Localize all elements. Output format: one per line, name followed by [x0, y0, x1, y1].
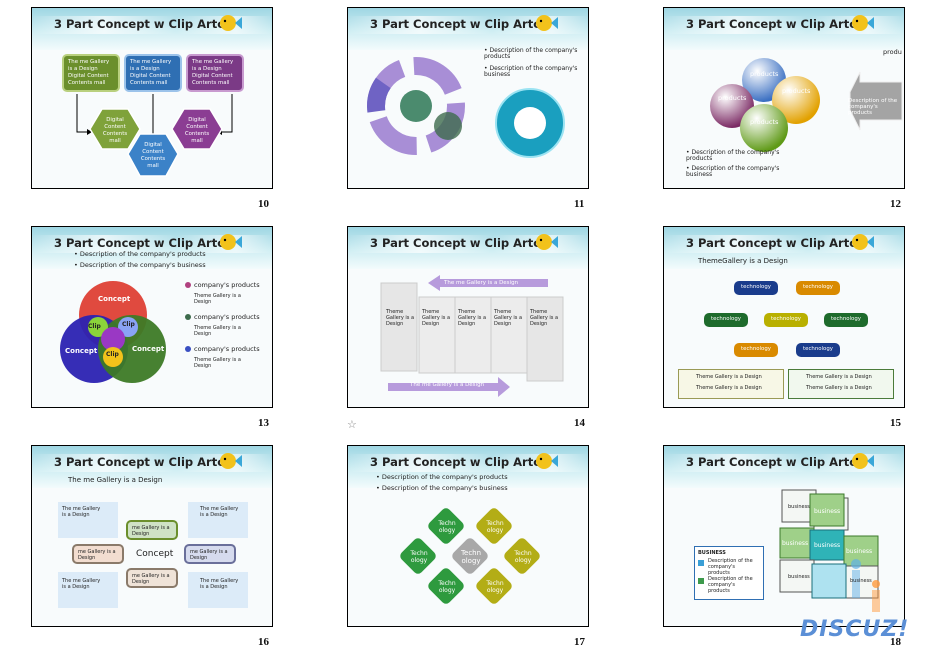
tech-node-3: technology	[704, 313, 748, 327]
sphere-label-3: products	[718, 94, 746, 102]
legend-head-1: company's products	[194, 281, 260, 289]
slide-number: 12	[890, 198, 901, 210]
slide-number: 17	[574, 636, 585, 648]
legend-head-3: company's products	[194, 345, 260, 353]
slide-number: 16	[258, 636, 269, 648]
slide-title: 3 Part Concept w Clip Artc	[686, 236, 856, 250]
inner-box-top: me Gallery is a Design	[126, 520, 178, 540]
slide-14[interactable]: 3 Part Concept w Clip Artc The me Galler…	[347, 226, 589, 408]
tile-label-center: Techn ology	[458, 549, 484, 565]
center-concept: Concept	[136, 549, 173, 559]
diamond-tiles	[348, 446, 589, 627]
cube-label-6: business	[788, 574, 810, 580]
tech-node-4: technology	[764, 313, 808, 327]
slide-12[interactable]: 3 Part Concept w Clip Artc produ product…	[663, 7, 905, 189]
subtitle: ThemeGallery is a Design	[698, 257, 788, 265]
cube-label-5: business	[846, 548, 872, 555]
tile-label-1: Techn ology	[436, 520, 458, 534]
panel-text-3: Theme Gallery is a Design	[458, 309, 488, 327]
tile-label-7: Techn ology	[484, 580, 506, 594]
tile-label-2: Techn ology	[484, 520, 506, 534]
inner-box-right: me Gallery is a Design	[184, 544, 236, 564]
tile-label-6: Techn ology	[436, 580, 458, 594]
hex-label-purple: Digital Content Contents mall	[180, 117, 214, 145]
bullet-1: • Description of the company's products	[686, 150, 796, 162]
arrow-text: Description of the company's products	[848, 98, 898, 116]
clip-label-3: Clip	[106, 351, 119, 358]
slide-number: 10	[258, 198, 269, 210]
sphere-label-1: products	[750, 70, 778, 78]
subtitle: The me Gallery is a Design	[68, 476, 162, 484]
side-text-tl: The me Gallery is a Design	[62, 506, 102, 518]
cube-label-4: business	[814, 542, 840, 549]
slide-number: 11	[574, 198, 584, 210]
fish-icon	[850, 232, 874, 252]
slide-16[interactable]: 3 Part Concept w Clip Artc The me Galler…	[31, 445, 273, 627]
legend-item-2: Theme Gallery is a Design	[696, 385, 762, 391]
tech-node-2: technology	[796, 281, 840, 295]
tech-node-5: technology	[824, 313, 868, 327]
bullet-2: • Description of the company's business	[686, 166, 796, 178]
slide-17[interactable]: 3 Part Concept w Clip Artc • Description…	[347, 445, 589, 627]
cube-label-1: business	[788, 504, 810, 510]
clip-label-2: Clip	[122, 321, 135, 328]
fish-icon	[218, 451, 242, 471]
slide-number: 14	[574, 417, 585, 429]
clip-label-1: Clip	[88, 323, 101, 330]
hex-label-blue: Digital Content Contents mall	[136, 142, 170, 170]
slide-15[interactable]: 3 Part Concept w Clip Artc ThemeGallery …	[663, 226, 905, 408]
venn-label-left: Concept	[65, 347, 97, 355]
legend-head-2: company's products	[194, 313, 260, 321]
slide-number: 13	[258, 417, 269, 429]
cube-label-7: business	[850, 578, 872, 584]
legend-item-3: Theme Gallery is a Design	[806, 374, 872, 380]
bottom-arrow-text: The me Gallery is a Design	[410, 382, 484, 388]
legend-item-1: Theme Gallery is a Design	[696, 374, 762, 380]
slide-number: 15	[890, 417, 901, 429]
panel-text-5: Theme Gallery is a Design	[530, 309, 560, 327]
tech-node-1: technology	[734, 281, 778, 295]
star-outline-icon: ☆	[347, 418, 357, 431]
panel-text-4: Theme Gallery is a Design	[494, 309, 524, 327]
slide-11[interactable]: 3 Part Concept w Clip Artc • Description…	[347, 7, 589, 189]
venn-label-right: Concept	[132, 345, 164, 353]
inner-box-left: me Gallery is a Design	[72, 544, 124, 564]
tech-node-7: technology	[796, 343, 840, 357]
cube-graphic	[664, 446, 905, 627]
side-text-tr: The me Gallery is a Design	[200, 506, 240, 518]
slide-13[interactable]: 3 Part Concept w Clip Artc • Description…	[31, 226, 273, 408]
slide-10[interactable]: 3 Part Concept w Clip Artc The me Galler…	[31, 7, 273, 189]
slide-title: 3 Part Concept w Clip Artc	[54, 455, 224, 469]
side-text-br: The me Gallery is a Design	[200, 578, 240, 590]
cycle-diagrams	[348, 8, 589, 189]
sphere-label-2: products	[782, 87, 810, 95]
side-text-bl: The me Gallery is a Design	[62, 578, 102, 590]
slide-18[interactable]: 3 Part Concept w Clip Artc BUSINESS Desc…	[663, 445, 905, 627]
venn-label-top: Concept	[98, 295, 130, 303]
panel-text-1: Theme Gallery is a Design	[386, 309, 416, 327]
top-arrow-text: The me Gallery is a Design	[444, 280, 518, 286]
tile-label-5: Techn ology	[512, 550, 534, 564]
legend-sub-3: Theme Gallery is a Design	[194, 357, 242, 369]
cube-label-2: business	[814, 508, 840, 515]
panel-text-2: Theme Gallery is a Design	[422, 309, 452, 327]
cube-label-3: business	[782, 540, 808, 547]
legend-sub-1: Theme Gallery is a Design	[194, 293, 242, 305]
discuz-watermark: DISCUZ!	[800, 617, 909, 642]
tile-label-3: Techn ology	[408, 550, 430, 564]
legend-sub-2: Theme Gallery is a Design	[194, 325, 242, 337]
inner-box-bottom: me Gallery is a Design	[126, 568, 178, 588]
sphere-label-4: products	[750, 118, 778, 126]
hex-label-green: Digital Content Contents mall	[98, 117, 132, 145]
legend-item-4: Theme Gallery is a Design	[806, 385, 872, 391]
tech-node-6: technology	[734, 343, 778, 357]
